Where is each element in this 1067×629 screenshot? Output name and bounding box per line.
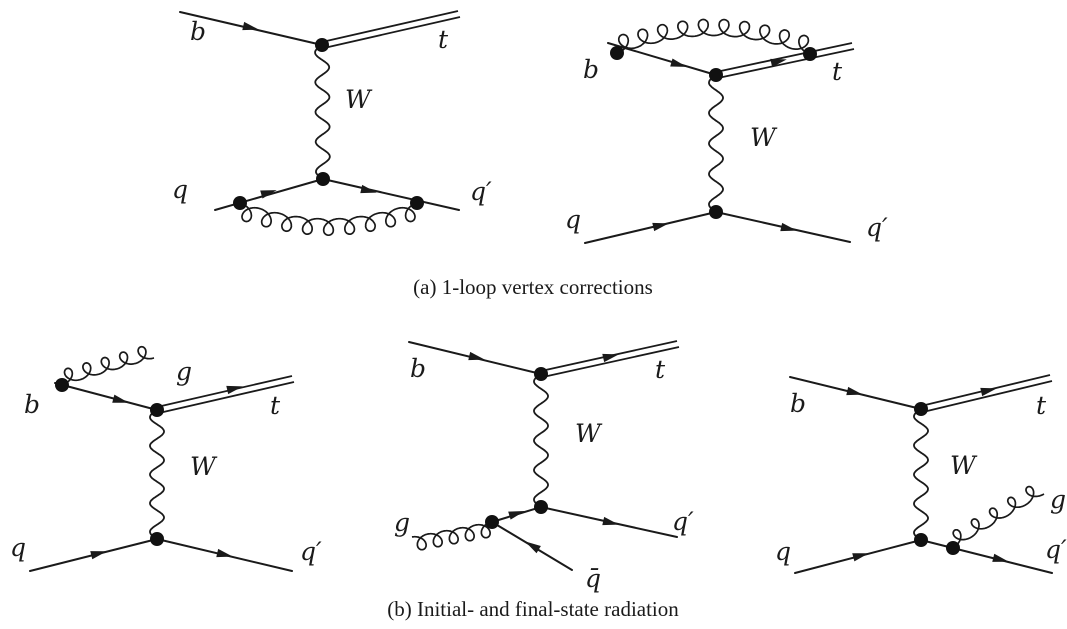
w-boson-line xyxy=(708,74,724,213)
label-g: g xyxy=(1050,485,1066,514)
label-t: t xyxy=(655,355,666,384)
vertex-dot xyxy=(150,403,164,417)
gluon-loop-upper xyxy=(616,18,811,55)
double-line-top xyxy=(156,375,295,414)
arrow-icon xyxy=(216,548,234,561)
diagram-a2-quark-loop-upper-vertex: b t W q q′ xyxy=(565,18,888,244)
label-q: q xyxy=(775,537,791,566)
label-w: W xyxy=(950,451,978,480)
label-q-prime: q′ xyxy=(866,213,888,242)
gluon-emission xyxy=(952,485,1045,549)
caption-a: (a) 1-loop vertex corrections xyxy=(413,275,653,299)
label-q: q xyxy=(565,205,581,234)
diagram-b3-final-state-radiation: b t W g q q′ xyxy=(775,374,1067,574)
vertex-dot xyxy=(55,378,69,392)
label-g: g xyxy=(176,357,192,386)
vertex-dot xyxy=(410,196,424,210)
arrow-icon xyxy=(522,537,541,554)
vertex-dot xyxy=(150,532,164,546)
arrow-icon xyxy=(852,549,870,562)
arrow-icon xyxy=(846,386,864,399)
label-qbar: q̄ xyxy=(585,564,601,593)
vertex-dot xyxy=(316,172,330,186)
label-t: t xyxy=(832,57,843,86)
vertex-dot xyxy=(233,196,247,210)
w-boson-line xyxy=(913,408,929,541)
label-w: W xyxy=(345,85,373,114)
w-boson-line xyxy=(149,409,165,540)
label-q-prime: q′ xyxy=(1045,535,1067,564)
label-q: q xyxy=(10,533,26,562)
label-g: g xyxy=(394,508,410,537)
diagram-b1-initial-state-radiation: b g t W q q′ xyxy=(10,345,322,572)
label-w: W xyxy=(750,123,778,152)
w-boson-line xyxy=(314,44,331,180)
vertex-dot xyxy=(534,500,548,514)
label-q-prime: q′ xyxy=(470,177,492,206)
arrow-icon xyxy=(112,394,130,407)
gluon-incoming xyxy=(411,521,493,551)
vertex-dot xyxy=(534,367,548,381)
arrow-icon xyxy=(992,553,1010,566)
label-q: q xyxy=(172,175,188,204)
double-line-top xyxy=(715,42,855,79)
vertex-dot xyxy=(315,38,329,52)
vertex-dot xyxy=(709,205,723,219)
vertex-dot xyxy=(946,541,960,555)
label-w: W xyxy=(575,419,603,448)
label-t: t xyxy=(270,391,281,420)
q-prime-line-outgoing xyxy=(920,539,1053,574)
label-b: b xyxy=(410,354,426,383)
label-q-prime: q′ xyxy=(300,537,322,566)
caption-b: (b) Initial- and final-state radiation xyxy=(387,597,679,621)
label-b: b xyxy=(583,55,599,84)
vertex-dot xyxy=(485,515,499,529)
gluon-loop-lower xyxy=(239,202,418,237)
label-b: b xyxy=(790,389,806,418)
label-q-prime: q′ xyxy=(672,507,694,536)
b-quark-line xyxy=(54,382,158,411)
arrow-icon xyxy=(242,21,260,34)
diagram-b2-gluon-initiated: b t W g q′ q̄ xyxy=(394,340,694,593)
label-b: b xyxy=(190,17,206,46)
double-line-top xyxy=(321,10,461,49)
vertex-dot xyxy=(610,46,624,60)
arrow-icon xyxy=(652,219,670,232)
gluon-emission xyxy=(61,345,155,386)
b-quark-line xyxy=(607,42,717,76)
label-t: t xyxy=(438,25,449,54)
q-prime-line-outgoing xyxy=(322,178,460,211)
q-quark-line-incoming xyxy=(584,211,717,244)
arrow-icon xyxy=(670,58,688,71)
vertex-dot xyxy=(914,402,928,416)
arrow-icon xyxy=(90,547,108,560)
diagram-a1-quark-loop-lower-vertex: b t W q q′ xyxy=(172,10,492,237)
vertex-dot xyxy=(709,68,723,82)
arrow-icon xyxy=(468,351,486,364)
label-b: b xyxy=(24,390,40,419)
label-t: t xyxy=(1036,391,1047,420)
w-boson-line xyxy=(533,373,549,508)
vertex-dot xyxy=(914,533,928,547)
label-w: W xyxy=(190,452,218,481)
vertex-dot xyxy=(803,47,817,61)
